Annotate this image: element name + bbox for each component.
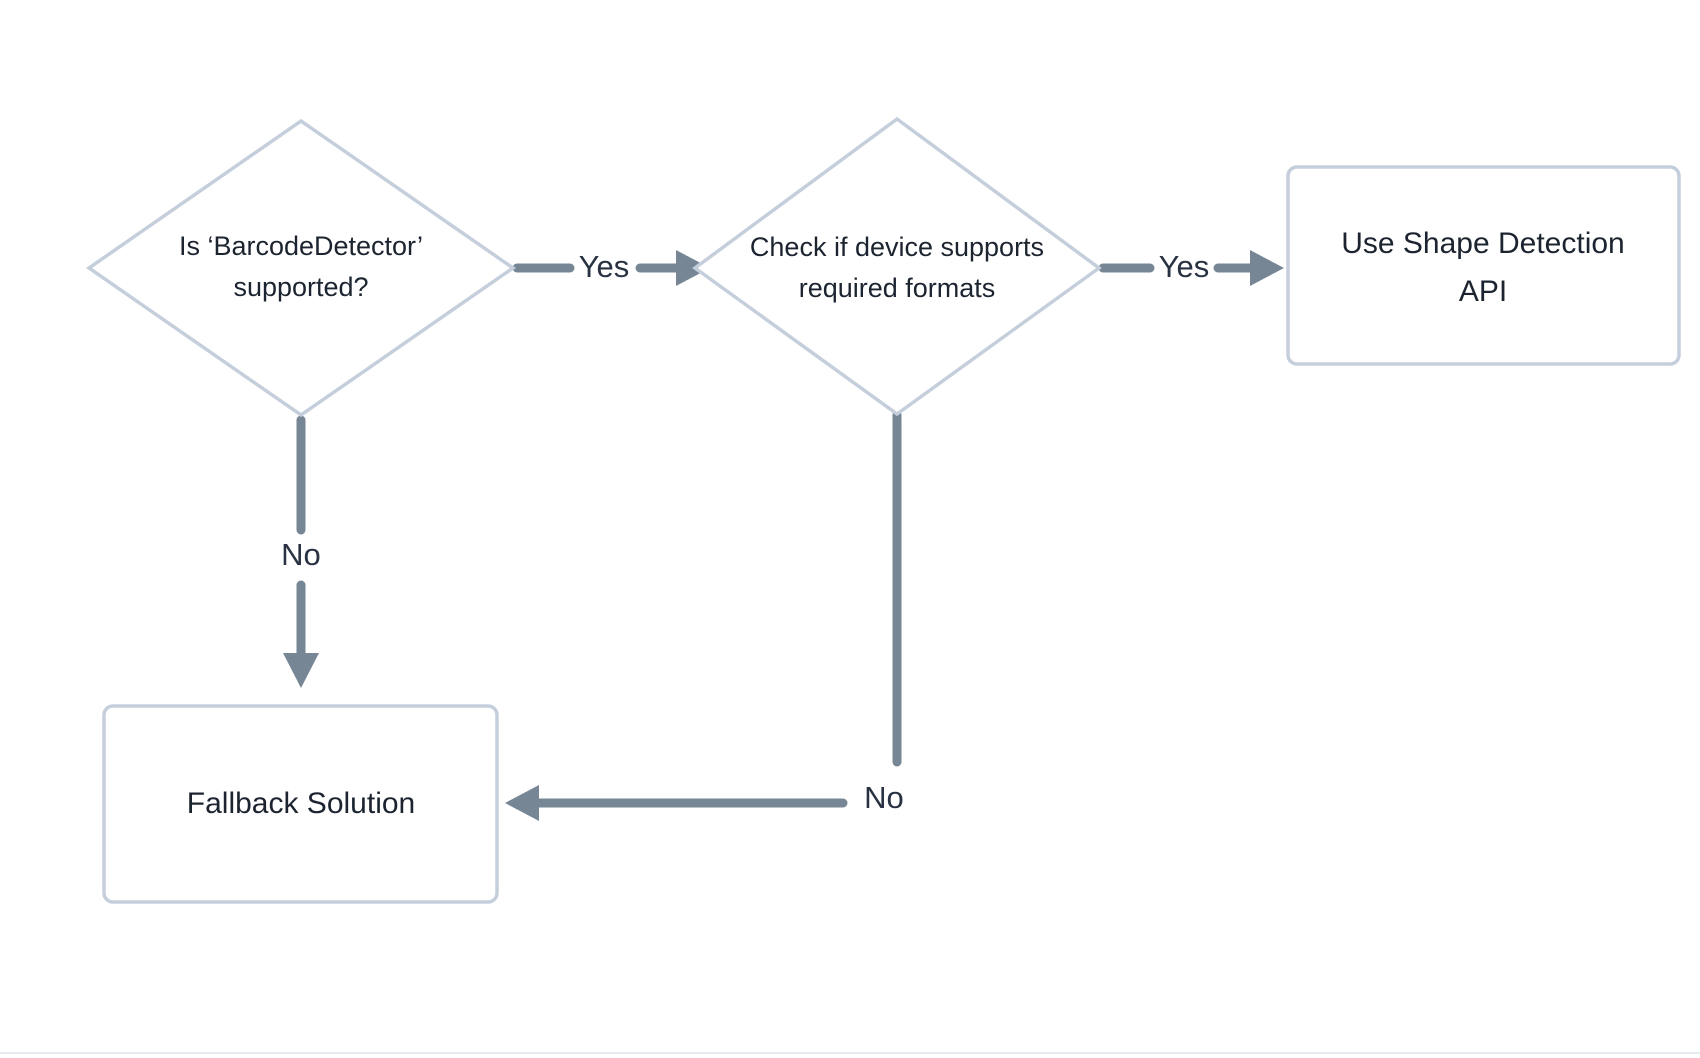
node-is-barcodedetector-supported-shape[interactable]	[85, 118, 517, 418]
node-fallback-solution-shape[interactable]	[102, 704, 499, 904]
node-check-device-formats-line2: required formats	[799, 273, 996, 303]
node-use-shape-detection-api[interactable]: Use Shape Detection API	[1286, 165, 1681, 366]
node-is-barcodedetector-supported[interactable]: Is ‘BarcodeDetector’ supported?	[85, 118, 517, 418]
edge-formats-no: No	[505, 410, 904, 821]
node-check-device-formats-line1: Check if device supports	[750, 232, 1044, 262]
edge-support-no-label: No	[281, 537, 321, 572]
edge-support-yes: Yes	[512, 249, 710, 286]
edge-support-no: No	[281, 415, 321, 688]
node-check-device-formats[interactable]: Check if device supports required format…	[692, 116, 1102, 417]
node-fallback-solution-line1: Fallback Solution	[187, 787, 415, 820]
edge-support-yes-label: Yes	[579, 249, 630, 284]
edge-formats-yes-label: Yes	[1159, 249, 1210, 284]
node-is-barcodedetector-supported-line1: Is ‘BarcodeDetector’	[179, 231, 423, 261]
node-use-shape-detection-api-line1: Use Shape Detection	[1341, 227, 1625, 260]
node-use-shape-detection-api-shape[interactable]	[1286, 165, 1681, 366]
edge-support-no-arrowhead	[283, 653, 319, 688]
edge-formats-no-label: No	[864, 780, 904, 815]
node-fallback-solution[interactable]: Fallback Solution	[102, 704, 499, 904]
node-check-device-formats-shape[interactable]	[692, 116, 1102, 417]
edge-formats-yes-arrowhead	[1250, 250, 1284, 286]
edge-formats-no-arrowhead	[505, 785, 539, 821]
node-use-shape-detection-api-line2: API	[1459, 275, 1507, 308]
edge-formats-yes: Yes	[1098, 249, 1284, 286]
node-is-barcodedetector-supported-line2: supported?	[233, 272, 368, 302]
